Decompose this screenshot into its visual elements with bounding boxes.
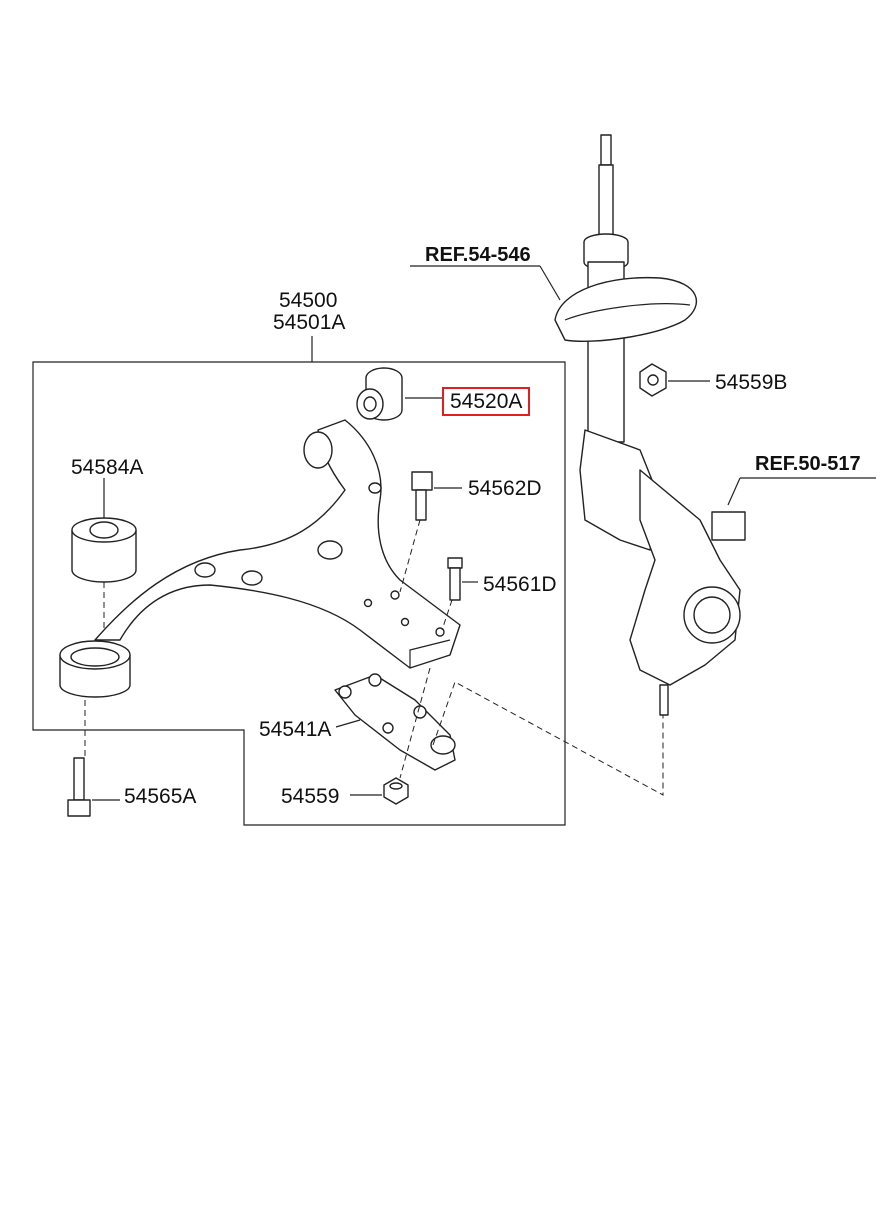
label-54565a: 54565A <box>124 785 197 808</box>
axis-54562d <box>399 519 421 593</box>
label-54501a: 54501A <box>273 311 346 334</box>
label-54500: 54500 <box>279 289 338 312</box>
link-to-knuckle <box>432 681 664 796</box>
leader-54541a <box>335 719 361 728</box>
nut-54559 <box>383 777 409 805</box>
steering-knuckle <box>629 469 746 716</box>
bushing-54584a <box>71 517 137 583</box>
label-54561d: 54561D <box>483 573 557 596</box>
strut-assembly <box>554 134 698 551</box>
assembly-frame <box>32 361 566 826</box>
lower-control-arm <box>94 419 461 669</box>
label-54562d: 54562D <box>468 477 542 500</box>
arm-front-bushing <box>59 640 131 698</box>
label-54541a: 54541A <box>259 718 332 741</box>
label-54520a[interactable]: 54520A <box>442 387 531 416</box>
label-ref-50-517[interactable]: REF.50-517 <box>755 453 861 475</box>
axis-ball-joint <box>399 667 431 779</box>
leader-ref54546-arrow <box>539 265 561 301</box>
nut-54559b <box>639 363 667 397</box>
ball-joint-54541a <box>334 673 456 771</box>
stud-54561d <box>447 557 463 601</box>
label-54584a: 54584A <box>71 456 144 479</box>
bolt-54565a <box>67 757 91 817</box>
leader-ref50517-arrow <box>727 477 741 506</box>
label-54559: 54559 <box>281 785 340 808</box>
label-54559b: 54559B <box>715 371 788 394</box>
label-ref-54-546[interactable]: REF.54-546 <box>425 244 531 266</box>
axis-54561d <box>441 599 453 631</box>
bushing-54520a <box>356 367 403 421</box>
bolt-54562d <box>411 471 433 521</box>
